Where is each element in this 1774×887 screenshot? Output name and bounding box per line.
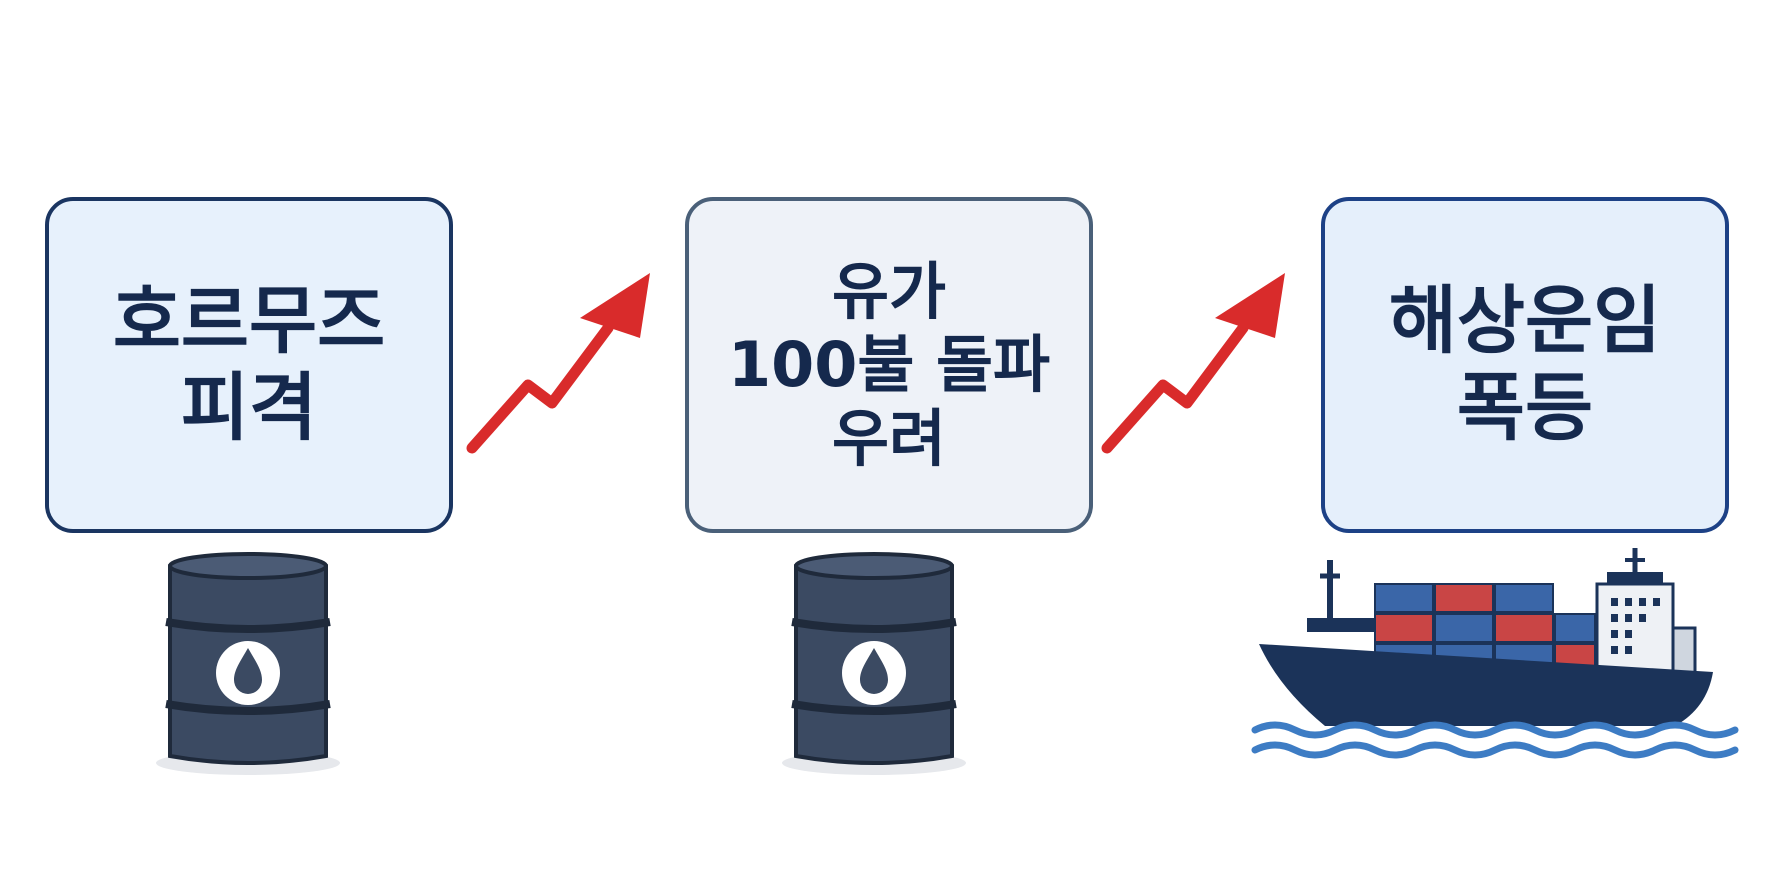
step-text-line: 유가 — [831, 255, 947, 329]
step-text-line: 해상운임 — [1388, 277, 1662, 364]
oil-barrel-icon — [782, 552, 966, 775]
rising-arrow-icon — [466, 273, 650, 454]
step-box-freight-rates: 해상운임 폭등 — [1321, 197, 1729, 533]
step-text-line: 폭등 — [1456, 365, 1594, 451]
step-text-line: 100불 돌파 — [727, 328, 1051, 402]
container-ship-icon — [1251, 548, 1739, 759]
step-box-oil-price: 유가 100불 돌파 우려 — [685, 197, 1093, 533]
step-text-line: 피격 — [180, 365, 318, 451]
step-box-strait-of-hormuz: 호르무즈 피격 — [45, 197, 453, 533]
step-text-line: 우려 — [831, 401, 947, 475]
rising-arrow-icon — [1101, 273, 1285, 454]
step-text-line: 호르무즈 — [112, 277, 386, 364]
oil-barrel-icon — [156, 552, 340, 775]
